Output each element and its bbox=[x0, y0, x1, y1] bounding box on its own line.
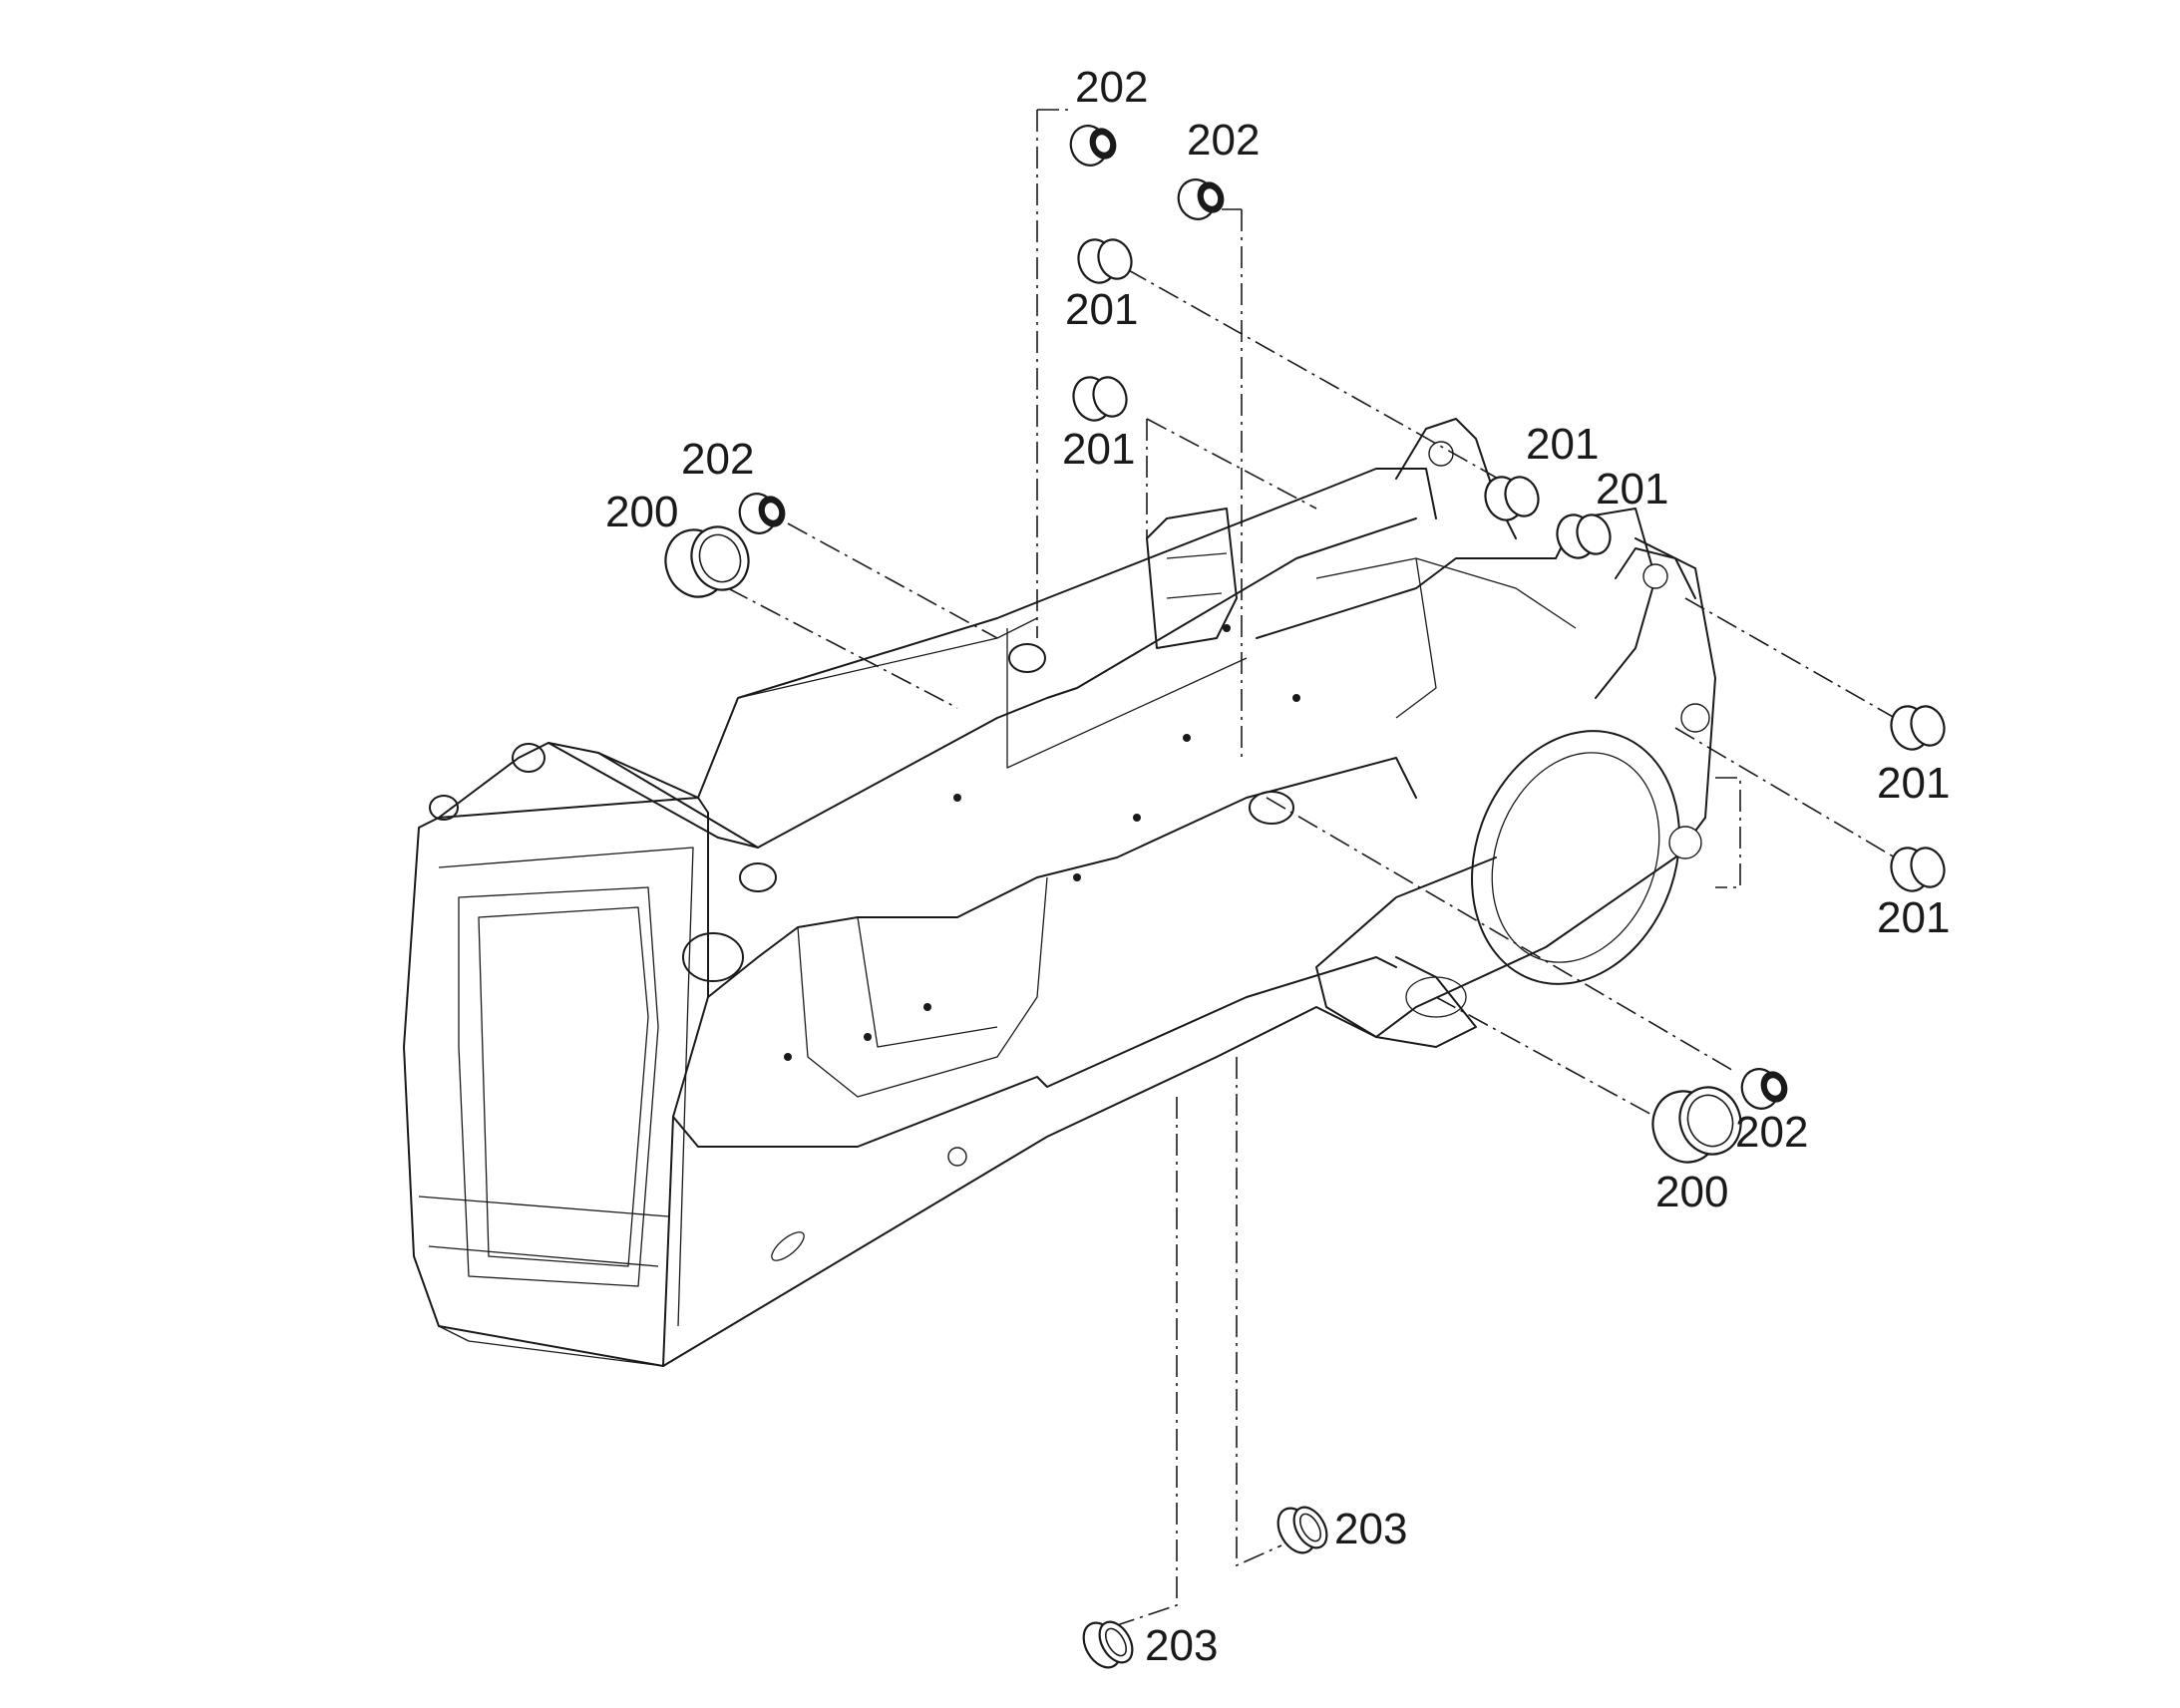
callout-200-left: 200 bbox=[605, 488, 678, 536]
part-202-top-right bbox=[1177, 178, 1225, 220]
part-201-upper bbox=[1077, 238, 1133, 284]
callout-201-mid: 201 bbox=[1062, 425, 1135, 474]
part-202-top-left bbox=[1069, 125, 1117, 167]
part-203-right bbox=[1276, 1506, 1328, 1554]
part-201-right-a bbox=[1890, 705, 1946, 751]
callout-200-bottom: 200 bbox=[1655, 1168, 1728, 1216]
callout-201-rear-b: 201 bbox=[1596, 465, 1668, 513]
leader-lines bbox=[727, 109, 1896, 1626]
part-201-rear-b bbox=[1556, 513, 1612, 559]
part-201-rear-a bbox=[1484, 476, 1540, 521]
callout-202-bottom: 202 bbox=[1735, 1108, 1808, 1157]
callout-201-rear-a: 201 bbox=[1526, 420, 1599, 469]
part-200-bottom bbox=[1651, 1086, 1742, 1164]
callout-201-upper: 201 bbox=[1065, 285, 1138, 334]
callout-labels: 202 202 201 201 202 200 201 201 201 201 … bbox=[605, 63, 1950, 1670]
machine-frame bbox=[403, 418, 1716, 1367]
callout-202-top-left: 202 bbox=[1075, 63, 1148, 112]
part-200-left bbox=[664, 525, 750, 598]
part-203-bottom bbox=[1082, 1620, 1134, 1669]
callout-202-top-right: 202 bbox=[1187, 116, 1260, 165]
part-202-bottom bbox=[1740, 1068, 1788, 1110]
callout-202-left: 202 bbox=[681, 435, 754, 484]
part-202-left bbox=[738, 493, 786, 534]
callout-203-right: 203 bbox=[1334, 1505, 1407, 1553]
callout-201-right-a: 201 bbox=[1877, 759, 1950, 808]
part-201-right-b bbox=[1890, 847, 1946, 892]
callout-203-bottom: 203 bbox=[1145, 1621, 1218, 1670]
part-201-mid bbox=[1072, 376, 1128, 422]
callout-201-right-b: 201 bbox=[1877, 893, 1950, 942]
